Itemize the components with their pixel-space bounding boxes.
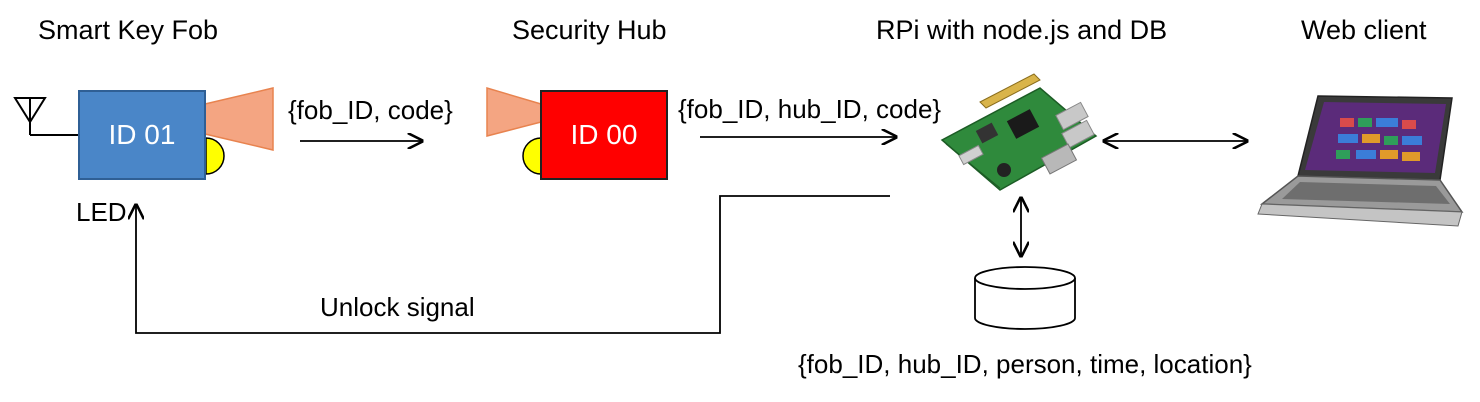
led-label: LED bbox=[76, 197, 127, 227]
hub-id-label: ID 00 bbox=[570, 119, 638, 150]
hub-device-box: ID 00 bbox=[540, 90, 668, 180]
fob-device-box: ID 01 bbox=[78, 90, 206, 180]
fob-header: Smart Key Fob bbox=[38, 15, 219, 45]
rpi-header: RPi with node.js and DB bbox=[876, 15, 1168, 45]
web-client-header: Web client bbox=[1301, 15, 1427, 45]
laptop-icon bbox=[1257, 95, 1464, 227]
raspberry-pi-board-icon bbox=[940, 73, 1098, 191]
unlock-signal-label: Unlock signal bbox=[320, 292, 475, 322]
db-record-label: {fob_ID, hub_ID, person, time, location} bbox=[798, 349, 1252, 379]
fob-to-hub-message: {fob_ID, code} bbox=[288, 95, 453, 125]
fob-led-icon bbox=[205, 137, 225, 175]
antenna-icon bbox=[13, 97, 78, 136]
database-cylinder-icon bbox=[974, 266, 1076, 330]
hub-led-icon bbox=[522, 137, 542, 175]
hub-to-rpi-message: {fob_ID, hub_ID, code} bbox=[678, 94, 942, 124]
unlock-signal-path bbox=[136, 195, 890, 334]
fob-id-label: ID 01 bbox=[108, 119, 176, 150]
hub-emitter-icon bbox=[486, 86, 542, 137]
hub-header: Security Hub bbox=[512, 15, 667, 45]
